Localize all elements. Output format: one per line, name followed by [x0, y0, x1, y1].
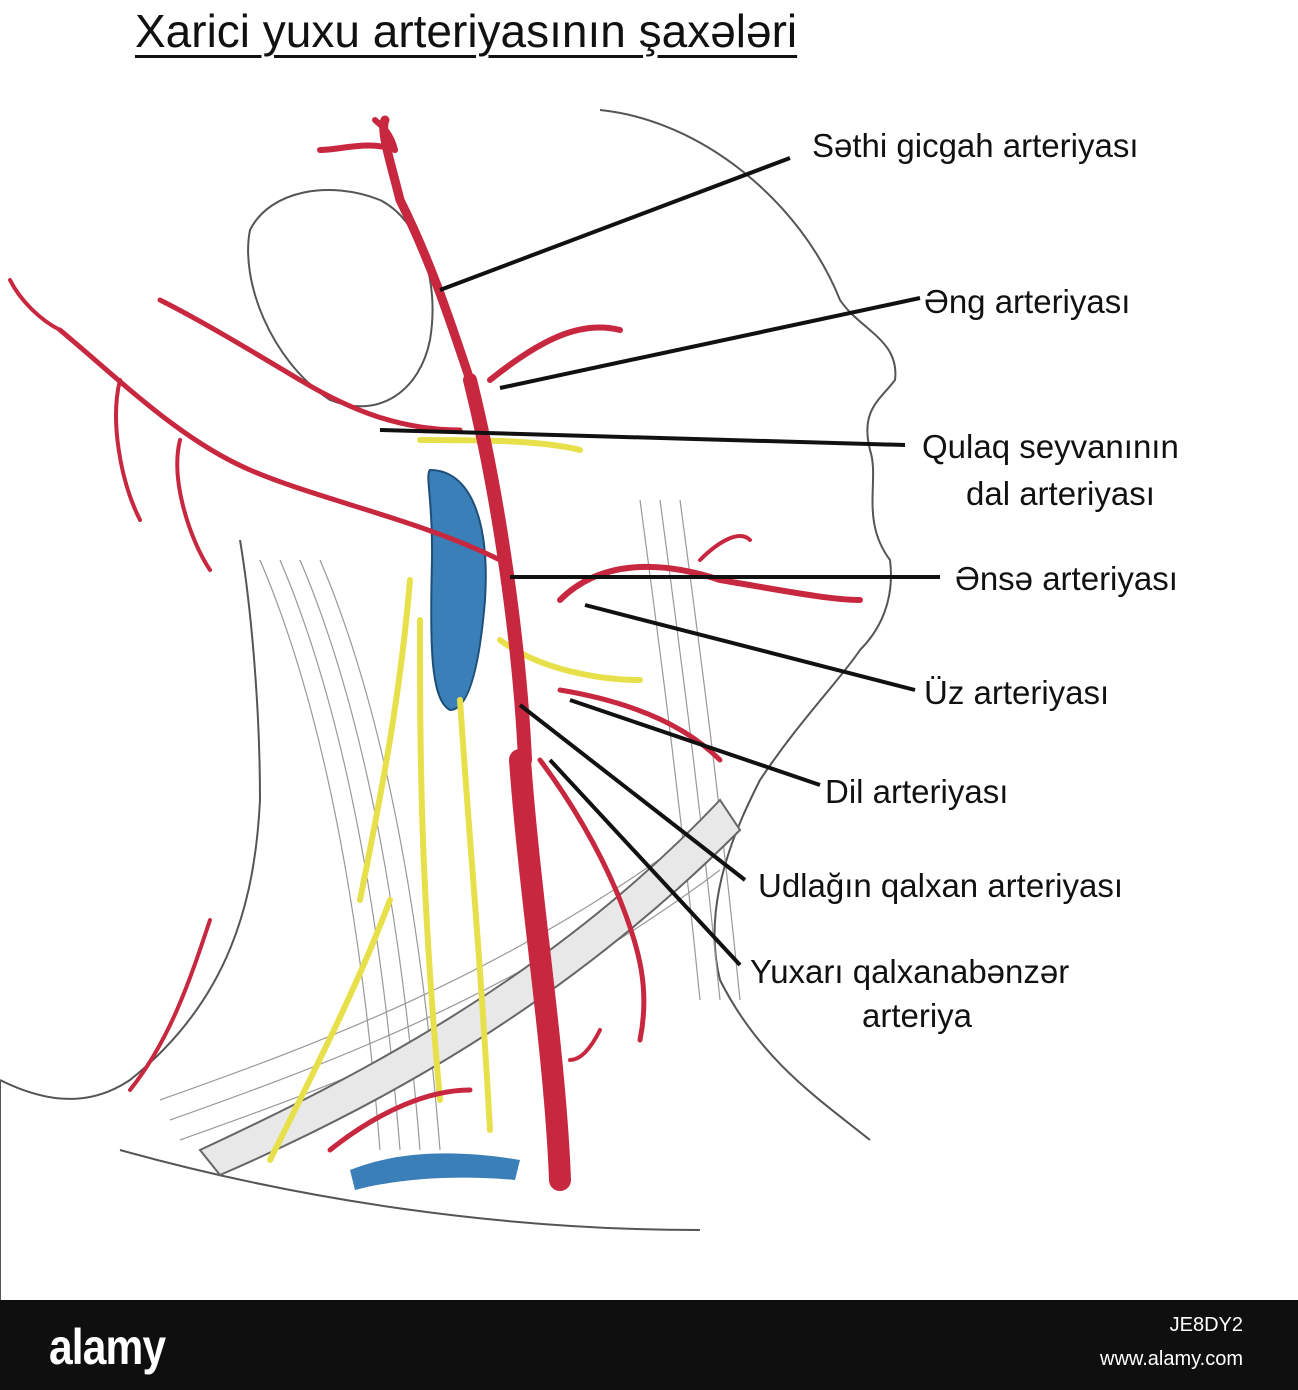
leader-line-superior-thyroid	[548, 758, 742, 967]
anatomy-illustration	[0, 109, 940, 1300]
leader-line-ascending-pharyngeal	[518, 703, 747, 882]
common-carotid-artery	[509, 749, 571, 1191]
leader-line-facial	[584, 603, 916, 692]
label-superior-thyroid-artery-line1: Yuxarı qalxanabənzər	[750, 953, 1070, 990]
label-maxillary-artery: Əng arteriyası	[924, 283, 1131, 320]
leader-line-superficial-temporal	[439, 156, 791, 292]
diagram-title: Xarici yuxu arteriyasının şaxələri	[135, 5, 798, 57]
label-superficial-temporal-artery: Səthi gicgah arteriyası	[812, 127, 1139, 164]
jugular-vein	[427, 468, 487, 712]
alamy-logo: alamy	[49, 1319, 166, 1375]
superficial-temporal-artery-vessel	[379, 115, 475, 385]
site-url: www.alamy.com	[1100, 1348, 1243, 1370]
label-occipital-artery: Ənsə arteriyası	[955, 560, 1178, 597]
label-posterior-auricular-artery-line2: dal arteriyası	[966, 475, 1155, 512]
subclavian-vein	[350, 1153, 520, 1190]
label-ascending-pharyngeal-artery: Udlağın qalxan arteriyası	[758, 867, 1124, 904]
sternocleidomastoid-muscle	[198, 798, 742, 1177]
label-facial-artery: Üz arteriyası	[924, 674, 1110, 711]
maxillary-artery-vessel	[487, 324, 623, 383]
image-id: JE8DY2	[1169, 1314, 1243, 1336]
leader-line-maxillary	[499, 296, 921, 390]
label-posterior-auricular-artery-line1: Qulaq seyvanının	[922, 428, 1179, 465]
leader-line-posterior-auricular	[379, 428, 906, 447]
stock-footer-bar: alamy JE8DY2 www.alamy.com	[0, 1300, 1298, 1390]
posterior-auricular-artery-vessel	[157, 297, 463, 433]
superior-thyroid-artery-vessel	[537, 757, 647, 1043]
label-lingual-artery: Dil arteriyası	[825, 773, 1009, 810]
leader-line-lingual	[569, 698, 821, 787]
facial-artery-vessel	[557, 563, 863, 603]
external-carotid-artery	[463, 373, 532, 767]
leader-lines	[379, 156, 940, 967]
label-superior-thyroid-artery-line2: arteriya	[862, 997, 973, 1034]
arteries	[8, 115, 863, 1191]
